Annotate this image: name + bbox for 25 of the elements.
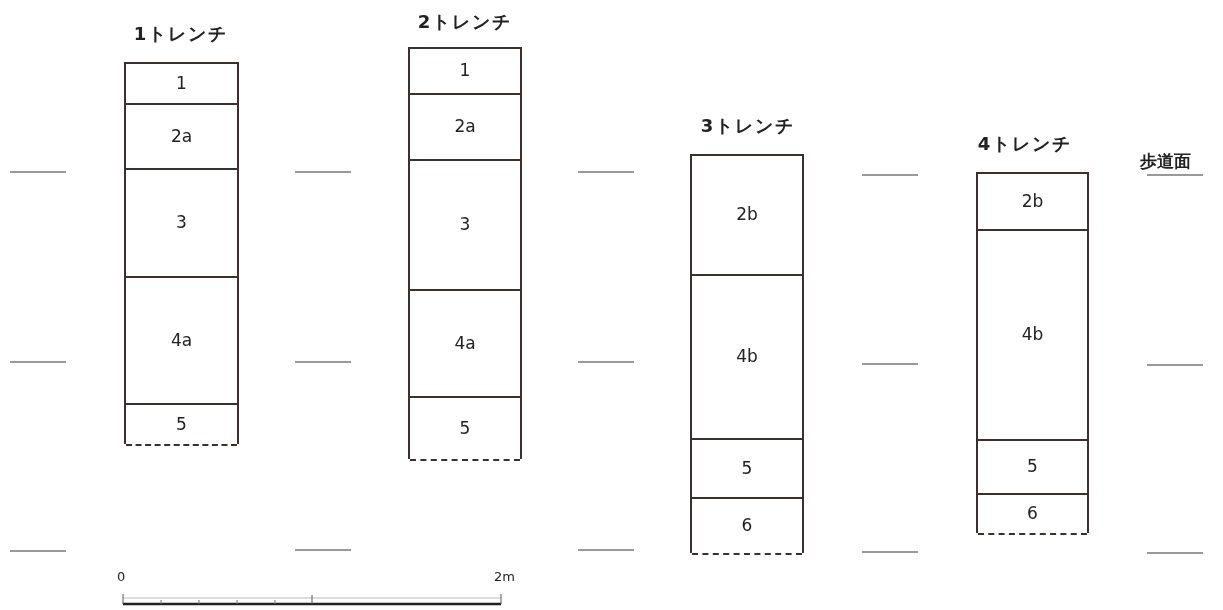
soil-layer: 4b: [692, 274, 802, 440]
soil-layer: 2a: [410, 93, 520, 161]
trench-heading: 1トレンチ: [133, 22, 229, 46]
scale-label: 2m: [494, 569, 515, 584]
soil-layer: 4b: [978, 229, 1087, 441]
soil-layer: 1: [126, 62, 237, 105]
soil-layer: 4a: [126, 276, 237, 405]
soil-layer: 3: [410, 159, 520, 291]
soil-layer: 3: [126, 168, 237, 278]
soil-layer: 5: [978, 439, 1087, 495]
soil-layer: 4a: [410, 289, 520, 398]
soil-layer: 2b: [692, 154, 802, 276]
soil-layer: 2b: [978, 172, 1087, 231]
soil-layer: 5: [410, 396, 520, 461]
soil-layer: 5: [126, 403, 237, 446]
soil-layer: 6: [978, 493, 1087, 535]
soil-layer: 5: [692, 438, 802, 499]
trench-heading: 4トレンチ: [977, 132, 1073, 156]
surface-label: 歩道面: [1140, 150, 1191, 173]
trench-heading: 2トレンチ: [417, 10, 513, 34]
trench-heading: 3トレンチ: [700, 114, 796, 138]
soil-layer: 2a: [126, 103, 237, 170]
scale-label: 0: [117, 569, 126, 584]
soil-layer: 6: [692, 497, 802, 555]
soil-layer: 1: [410, 47, 520, 95]
